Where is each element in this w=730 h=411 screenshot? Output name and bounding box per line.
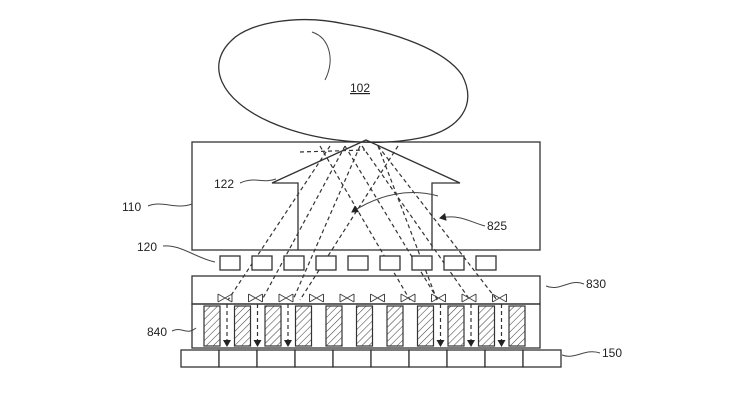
microlens	[370, 293, 385, 303]
label-840: 840	[147, 325, 167, 339]
optical-layer	[191, 275, 541, 305]
sensor-base-cell	[218, 349, 258, 368]
sensor-cell	[447, 305, 465, 347]
label-150: 150	[602, 346, 622, 360]
sensor-cell-layer	[191, 303, 541, 349]
callout-830: 830	[545, 277, 606, 291]
sensor-cell	[477, 305, 496, 347]
sensor-cell	[294, 305, 313, 347]
emitter-box	[219, 255, 241, 271]
emitter-box	[411, 255, 433, 271]
callout-150: 150	[561, 346, 622, 360]
light-guide-arrow	[271, 139, 461, 250]
microlens	[248, 293, 263, 303]
callout-840: 840	[147, 325, 197, 339]
label-110: 110	[122, 200, 141, 214]
callout-122: 122	[214, 177, 277, 191]
sensor-cell	[355, 305, 374, 347]
emitter-box	[315, 255, 337, 271]
microlens	[217, 293, 233, 303]
sensor-base-cell	[446, 349, 486, 368]
sensor-base-cell	[256, 349, 296, 368]
emitter-box	[283, 255, 305, 271]
callout-110: 110	[122, 200, 193, 214]
sensor-cell	[508, 305, 526, 347]
sensor-cell	[264, 305, 282, 347]
microlens-row	[217, 293, 507, 303]
emitter-box	[475, 255, 497, 271]
sensor-base-cell	[294, 349, 334, 368]
finger-object: 102	[218, 19, 469, 143]
microlens	[492, 293, 507, 303]
sensor-cells	[203, 305, 526, 347]
light-rays	[227, 145, 498, 301]
sensor-base-cell	[180, 349, 220, 368]
sensor-base-cell	[484, 349, 524, 368]
emitter-box	[251, 255, 273, 271]
microlens	[339, 293, 355, 303]
emitter-box	[347, 255, 369, 271]
callout-120: 120	[137, 240, 216, 263]
sensor-base-cell	[370, 349, 410, 368]
sensor-cell	[416, 305, 435, 347]
microlens	[461, 293, 477, 303]
callout-825: 825	[351, 192, 507, 233]
microlens	[431, 293, 446, 303]
label-122: 122	[214, 177, 234, 191]
emitter-box	[443, 255, 465, 271]
cover-layer	[191, 141, 541, 251]
emitter-row	[219, 255, 497, 271]
label-102: 102	[350, 81, 370, 95]
label-120: 120	[137, 240, 157, 254]
sensor-cell	[325, 305, 343, 347]
microlens	[309, 293, 324, 303]
microlens	[278, 293, 294, 303]
sensor-base-cell	[408, 349, 448, 368]
sensor-base-cell	[522, 349, 562, 368]
sensor-base-row	[180, 349, 562, 368]
label-830: 830	[586, 277, 606, 291]
microlens	[400, 293, 416, 303]
sensor-cell	[233, 305, 252, 347]
sensor-cell	[386, 305, 404, 347]
sensor-cell	[203, 305, 221, 347]
label-825: 825	[487, 219, 507, 233]
sensor-base-cell	[332, 349, 372, 368]
down-arrows	[223, 304, 506, 347]
emitter-box	[379, 255, 401, 271]
